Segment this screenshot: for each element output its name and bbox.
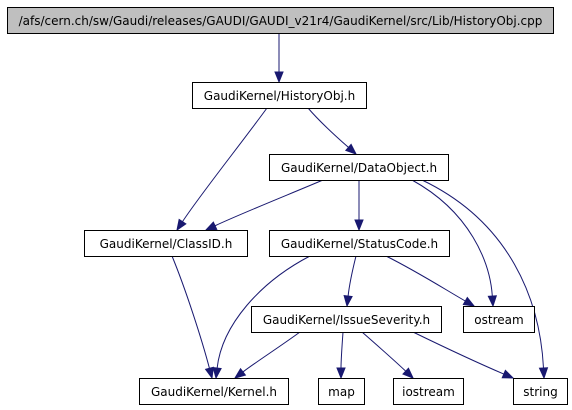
edge-statuscode-to-kernel: [212, 255, 311, 380]
node-box: [7, 7, 554, 34]
edge-line: [421, 179, 544, 369]
edges-layer: [171, 33, 549, 380]
node-iostream[interactable]: iostream: [393, 378, 464, 405]
node-historyobj[interactable]: GaudiKernel/HistoryObj.h: [192, 82, 367, 109]
node-box: [192, 82, 367, 109]
node-label: string: [523, 385, 557, 399]
node-box: [269, 230, 450, 257]
node-classid[interactable]: GaudiKernel/ClassID.h: [84, 230, 248, 257]
edge-line: [307, 107, 349, 148]
edge-arrowhead: [212, 367, 222, 380]
edge-arrowhead: [487, 295, 498, 308]
node-label: iostream: [402, 385, 455, 399]
node-label: GaudiKernel/ClassID.h: [100, 237, 233, 251]
edge-arrowhead: [402, 367, 414, 379]
edge-statuscode-to-issueseverity: [343, 255, 357, 308]
node-label: map: [328, 385, 355, 399]
edge-arrowhead: [462, 296, 476, 307]
node-label: GaudiKernel/Kernel.h: [151, 385, 277, 399]
edge-dataobject-to-classid: [204, 179, 324, 231]
edge-root-to-historyobj: [274, 33, 284, 84]
node-label: GaudiKernel/DataObject.h: [281, 161, 437, 175]
edge-historyobj-to-dataobject: [307, 107, 358, 155]
edge-historyobj-to-classid: [176, 107, 268, 232]
edge-line: [412, 331, 505, 375]
node-box: [84, 230, 248, 257]
node-label: GaudiKernel/IssueSeverity.h: [263, 313, 430, 327]
edge-arrowhead: [501, 369, 515, 379]
edge-issueseverity-to-string: [412, 331, 515, 379]
edge-line: [214, 179, 324, 227]
edge-issueseverity-to-kernel: [233, 331, 301, 379]
edge-dataobject-to-ostream: [411, 179, 498, 308]
edge-issueseverity-to-map: [336, 331, 346, 380]
node-ostream[interactable]: ostream: [463, 306, 535, 333]
edge-arrowhead: [538, 367, 549, 380]
node-dataobject[interactable]: GaudiKernel/DataObject.h: [269, 154, 449, 181]
edge-arrowhead: [336, 367, 346, 380]
edge-arrowhead: [344, 143, 358, 155]
edge-issueseverity-to-iostream: [361, 331, 414, 379]
node-box: [393, 378, 464, 405]
edge-classid-to-kernel: [171, 255, 214, 380]
node-label: GaudiKernel/StatusCode.h: [281, 237, 438, 251]
node-box: [139, 378, 289, 405]
edge-arrowhead: [354, 219, 364, 232]
edge-line: [347, 255, 357, 297]
edge-statuscode-to-ostream: [385, 255, 476, 307]
edge-arrowhead: [176, 218, 187, 232]
edge-arrowhead: [343, 295, 353, 308]
edge-dataobject-to-statuscode: [354, 180, 364, 232]
node-root: /afs/cern.ch/sw/Gaudi/releases/GAUDI/GAU…: [7, 7, 554, 34]
edge-line: [171, 255, 210, 369]
node-box: [251, 306, 442, 333]
edge-line: [411, 179, 493, 297]
edge-line: [216, 255, 311, 369]
edge-line: [242, 331, 301, 373]
edge-dataobject-to-string: [421, 179, 549, 380]
edge-line: [385, 255, 466, 302]
node-box: [269, 154, 449, 181]
edge-line: [340, 331, 344, 369]
node-label: ostream: [474, 313, 523, 327]
edge-arrowhead: [204, 366, 214, 380]
node-string[interactable]: string: [513, 378, 568, 405]
node-box: [513, 378, 568, 405]
nodes-layer: /afs/cern.ch/sw/Gaudi/releases/GAUDI/GAU…: [7, 7, 568, 405]
node-label: GaudiKernel/HistoryObj.h: [204, 89, 355, 103]
node-box: [463, 306, 535, 333]
node-map[interactable]: map: [318, 378, 365, 405]
edge-arrowhead: [204, 221, 218, 231]
node-statuscode[interactable]: GaudiKernel/StatusCode.h: [269, 230, 450, 257]
edge-line: [361, 331, 407, 372]
node-issueseverity[interactable]: GaudiKernel/IssueSeverity.h: [251, 306, 442, 333]
edge-line: [182, 107, 268, 222]
edge-arrowhead: [233, 367, 247, 379]
node-box: [318, 378, 365, 405]
node-label: /afs/cern.ch/sw/Gaudi/releases/GAUDI/GAU…: [19, 14, 543, 28]
edge-arrowhead: [274, 71, 284, 84]
node-kernel[interactable]: GaudiKernel/Kernel.h: [139, 378, 289, 405]
